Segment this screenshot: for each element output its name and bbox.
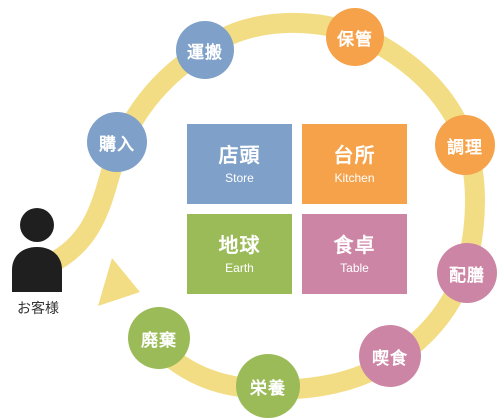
tile-title: 地球 bbox=[218, 233, 261, 257]
tile-earth: 地球 Earth bbox=[187, 214, 292, 294]
node-label: 廃棄 bbox=[141, 330, 177, 351]
node-label: 保管 bbox=[337, 29, 373, 50]
node-cooking: 調理 bbox=[435, 115, 495, 175]
tile-subtitle: Earth bbox=[225, 261, 254, 275]
tile-kitchen: 台所 Kitchen bbox=[302, 124, 407, 204]
node-serving: 配膳 bbox=[437, 243, 497, 303]
tile-table: 食卓 Table bbox=[302, 214, 407, 294]
tile-subtitle: Store bbox=[225, 171, 254, 185]
customer-label: お客様 bbox=[17, 301, 59, 317]
node-eating: 喫食 bbox=[359, 325, 421, 387]
tile-store: 店頭 Store bbox=[187, 124, 292, 204]
person-icon bbox=[12, 208, 62, 292]
node-purchase: 購入 bbox=[87, 112, 147, 172]
tile-title: 食卓 bbox=[333, 233, 376, 257]
node-label: 調理 bbox=[447, 137, 483, 158]
tile-title: 台所 bbox=[333, 143, 376, 167]
tile-subtitle: Table bbox=[340, 261, 369, 275]
node-transport: 運搬 bbox=[176, 21, 234, 79]
tile-subtitle: Kitchen bbox=[334, 171, 375, 185]
arrow-head-icon bbox=[98, 258, 140, 306]
node-label: 喫食 bbox=[372, 348, 408, 369]
tile-title: 店頭 bbox=[218, 143, 261, 167]
node-storage: 保管 bbox=[326, 8, 384, 66]
node-label: 購入 bbox=[99, 134, 135, 155]
node-disposal: 廃棄 bbox=[128, 307, 190, 369]
node-nutrition: 栄養 bbox=[236, 354, 300, 418]
node-label: 栄養 bbox=[250, 378, 286, 399]
node-label: 運搬 bbox=[187, 42, 223, 63]
node-label: 配膳 bbox=[449, 265, 485, 286]
